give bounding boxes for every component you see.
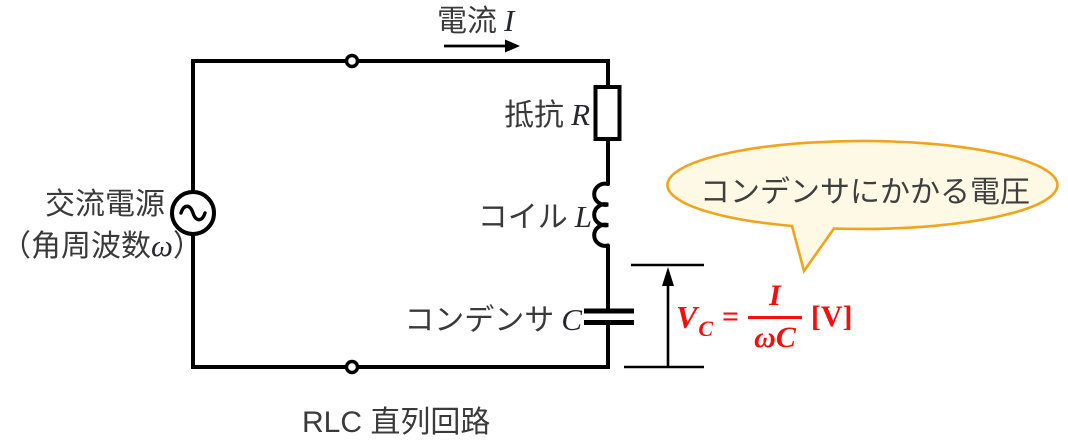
callout-text: コンデンサにかかる電圧 (700, 176, 1030, 209)
inductor-label-text: コイル (477, 201, 568, 234)
formula-fraction: I ωC (748, 281, 802, 353)
formula-equals: = (722, 300, 740, 333)
current-label-text: 電流 (437, 5, 497, 38)
formula-var-v: V (676, 298, 698, 335)
node-dot-top (344, 53, 360, 69)
source-label: 交流電源 (0, 188, 165, 223)
node-dot-bottom (344, 359, 360, 375)
formula-numerator: I (769, 279, 781, 312)
formula-sub-c: C (698, 315, 714, 341)
callout-bubble (666, 139, 1059, 275)
capacitor-voltage-formula: VC = I ωC [V] (676, 281, 853, 353)
capacitor-symbol-text: C (561, 302, 582, 337)
source-sublabel-close: ） (172, 230, 203, 263)
omega-symbol: ω (151, 228, 173, 263)
current-arrow-icon (444, 39, 520, 53)
formula-lhs: VC (676, 298, 713, 341)
formula-unit: [V] (810, 300, 853, 333)
inductor-symbol-text: L (574, 199, 592, 234)
current-symbol: I (504, 3, 515, 38)
source-label-text: 交流電源 (45, 188, 165, 221)
sine-wave-icon (179, 204, 207, 222)
diagram-caption: RLC 直列回路 (299, 397, 493, 444)
source-sublabel: （角周波数ω） (1, 228, 203, 265)
voltage-arrow-icon (662, 267, 674, 366)
resistor-label-text: 抵抗 (504, 99, 565, 132)
inductor-symbol (592, 181, 610, 248)
formula-denominator: ωC (748, 316, 802, 353)
resistor-symbol (593, 85, 622, 141)
resistor-symbol-text: R (571, 97, 590, 132)
source-sublabel-open: （角周波数 (1, 230, 151, 263)
capacitor-label-text: コンデンサ (404, 304, 555, 337)
